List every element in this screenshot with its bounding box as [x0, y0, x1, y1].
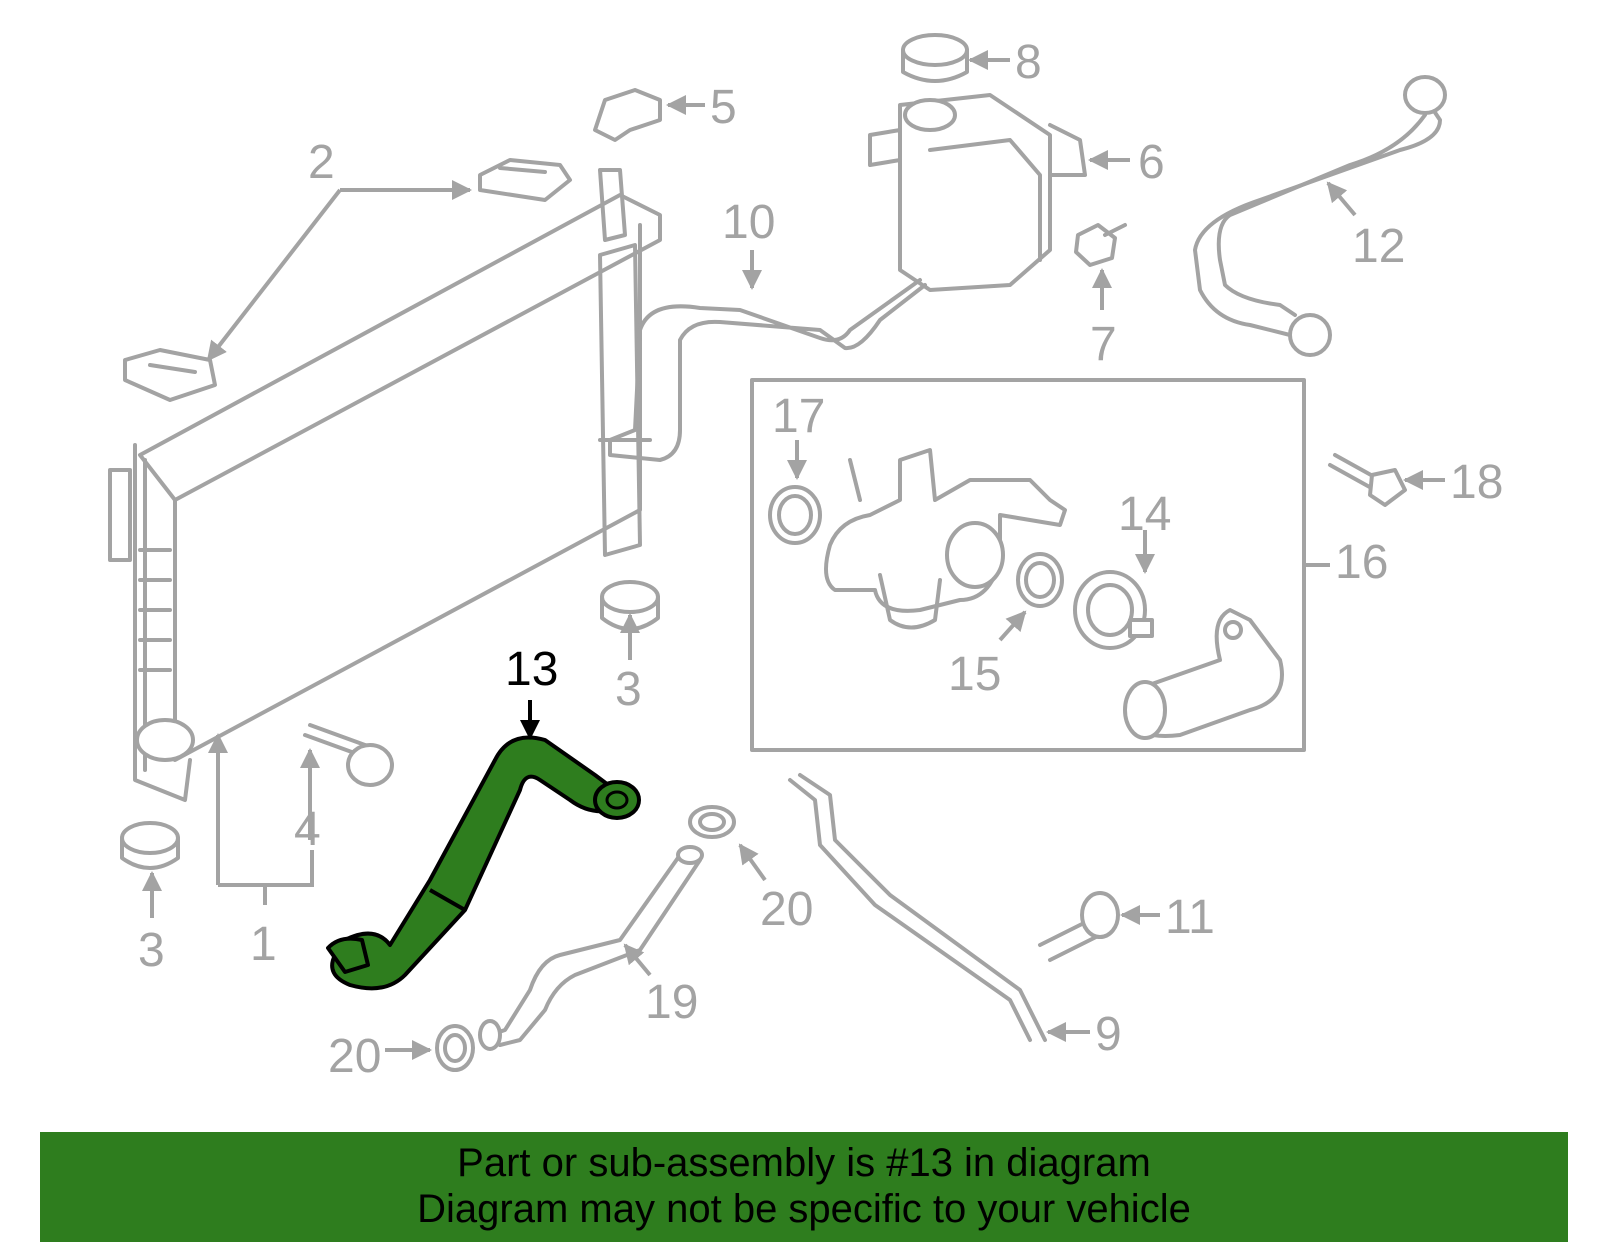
- bolt-part-11: [1038, 891, 1120, 962]
- coolant-reservoir-part: [868, 93, 1087, 292]
- callout-5: 5: [710, 81, 737, 134]
- callout-11: 11: [1165, 891, 1215, 944]
- insulator-part-left: [120, 821, 180, 870]
- callout-20-upper: 20: [760, 883, 813, 936]
- callout-6: 6: [1138, 136, 1165, 189]
- callout-9: 9: [1095, 1008, 1122, 1061]
- callout-14: 14: [1118, 488, 1171, 541]
- callout-10: 10: [722, 196, 775, 249]
- reservoir-cap-part: [901, 33, 969, 83]
- leader-lines: [142, 50, 1445, 1060]
- bolt-part-7: [1074, 223, 1127, 267]
- parts-diagram: 1 2 3 3 4 5 6 7 8 9 10 11 12 13 14 15 16…: [108, 33, 1503, 1083]
- callout-16: 16: [1335, 536, 1388, 589]
- callout-12: 12: [1352, 220, 1405, 273]
- insulator-part-right: [600, 580, 660, 631]
- bracket-lower-part: [123, 348, 217, 402]
- o-ring-part-20-lower: [435, 1024, 475, 1072]
- callout-8: 8: [1015, 36, 1042, 89]
- callout-13: 13: [505, 643, 558, 696]
- bolt-part-18: [1328, 453, 1407, 507]
- thermostat-housing-assembly-box: [750, 378, 1306, 752]
- radiator-hose-part-13: [326, 735, 641, 991]
- callout-7: 7: [1090, 318, 1117, 371]
- thermostat-part-14: [1073, 570, 1154, 650]
- callout-labels: 1 2 3 3 4 5 6 7 8 9 10 11 12 13 14 15 16…: [138, 36, 1503, 1083]
- bypass-pipe-part-9: [788, 773, 1047, 1042]
- banner-line-1: Part or sub-assembly is #13 in diagram: [457, 1141, 1151, 1185]
- banner-line-2: Diagram may not be specific to your vehi…: [417, 1187, 1191, 1231]
- heater-hose-part-12: [1193, 75, 1447, 357]
- bracket-upper-part: [478, 158, 572, 202]
- callout-20-lower: 20: [328, 1030, 381, 1083]
- callout-4: 4: [294, 803, 321, 856]
- callout-17: 17: [772, 390, 825, 443]
- o-ring-part-20-upper: [688, 805, 736, 839]
- callout-3-right: 3: [615, 663, 642, 716]
- thermostat-cover-part: [1123, 608, 1284, 740]
- heater-hose-part-19: [478, 845, 704, 1051]
- callout-15: 15: [948, 648, 1001, 701]
- callout-3-left: 3: [138, 924, 165, 977]
- part-info-banner: Part or sub-assembly is #13 in diagram D…: [40, 1132, 1568, 1242]
- bolt-part-4: [303, 723, 394, 787]
- callout-2: 2: [308, 136, 335, 189]
- callout-18: 18: [1450, 456, 1503, 509]
- callout-19: 19: [645, 976, 698, 1029]
- radiator-part: [108, 168, 662, 802]
- callout-1: 1: [250, 918, 277, 971]
- clip-part-5: [593, 88, 662, 142]
- overflow-hose-part: [608, 278, 927, 462]
